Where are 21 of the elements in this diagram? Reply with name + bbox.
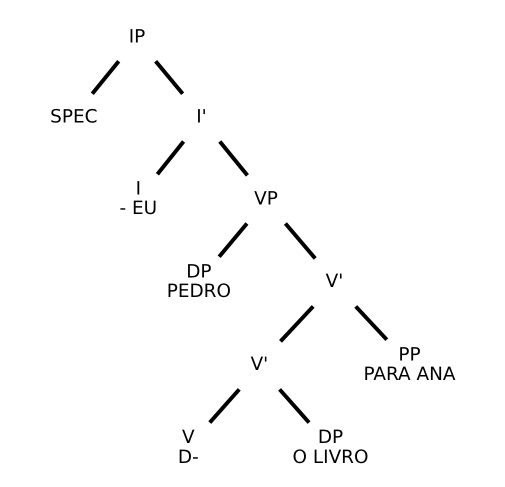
connector bbox=[284, 222, 317, 260]
node-text: SPEC bbox=[50, 106, 98, 128]
node-text: I - EU bbox=[120, 178, 158, 220]
connector bbox=[278, 388, 310, 424]
node-text: VP bbox=[254, 188, 278, 210]
node-text: V' bbox=[326, 271, 344, 292]
connector bbox=[156, 140, 186, 176]
node-text: IP bbox=[128, 26, 146, 48]
connector bbox=[90, 60, 120, 96]
node-text: I' bbox=[196, 106, 207, 128]
node-text: V D- bbox=[178, 427, 199, 468]
connector bbox=[279, 305, 315, 343]
connector bbox=[354, 305, 388, 342]
connector bbox=[154, 60, 184, 96]
node-text: PP PARA ANA bbox=[363, 344, 456, 386]
connector bbox=[218, 140, 249, 177]
node-text: DP O LIVRO bbox=[292, 427, 368, 468]
connector bbox=[208, 388, 241, 424]
connector bbox=[218, 222, 248, 258]
node-text: DP PEDRO bbox=[166, 261, 231, 302]
node-text: V' bbox=[250, 354, 268, 376]
